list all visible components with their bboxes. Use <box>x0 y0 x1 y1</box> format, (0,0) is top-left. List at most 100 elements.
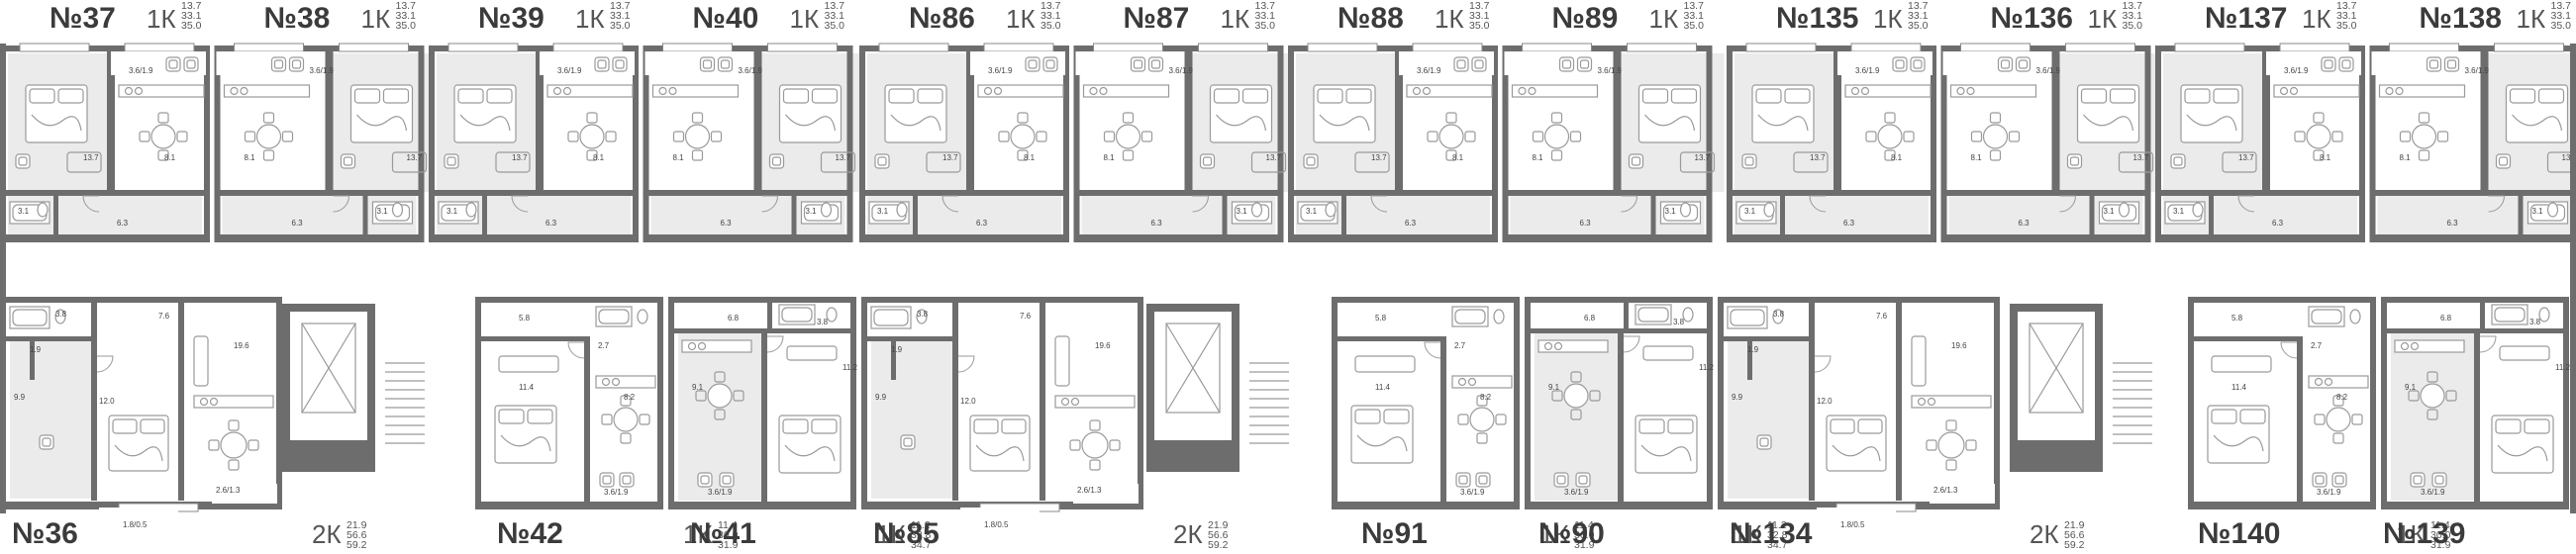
apartment-number: №39 <box>478 2 545 35</box>
room-area-label: 3.6/1.9 <box>1598 66 1623 75</box>
kitchen-counter-icon <box>2308 375 2369 389</box>
bed-icon <box>1350 405 1414 464</box>
armchair-icon <box>2443 56 2460 72</box>
armchair-icon <box>2338 56 2354 72</box>
apartment-area-value: 11.2 <box>911 519 931 531</box>
dining-table-icon <box>707 383 733 409</box>
door-swing-icon <box>1621 195 1638 213</box>
room-area-label: 3.6/1.9 <box>1169 66 1194 75</box>
door-swing-icon <box>766 335 784 353</box>
toilet-icon <box>465 202 477 218</box>
room-area-label: 2.7 <box>598 341 610 350</box>
room-area-label: 6.3 <box>545 219 557 228</box>
kitchen-counter-icon <box>681 339 752 353</box>
room-area-label: 3.1 <box>1744 207 1756 216</box>
room-area-label: 3.6/1.9 <box>2036 66 2061 75</box>
armchair-icon <box>697 472 713 488</box>
kitchen-counter-icon <box>2378 84 2466 98</box>
armchair-icon <box>719 472 735 488</box>
apartment-type: 2К <box>2030 519 2059 549</box>
dining-table-icon <box>2411 124 2437 149</box>
bathtub-icon <box>2491 304 2528 325</box>
bedroom-floor <box>871 340 952 499</box>
armchair-icon <box>1628 153 1644 169</box>
apartment-area-value: 32.8 <box>1767 529 1788 541</box>
room-area-label: 3.8 <box>1673 318 1685 326</box>
building-wall <box>0 44 6 513</box>
room-area-label: 13.7 <box>836 153 851 162</box>
bed-icon <box>2505 84 2569 143</box>
room-area-label: 3.8 <box>1773 310 1785 319</box>
bed-icon <box>108 415 169 472</box>
apartment-area-value: 13.7 <box>1684 0 1705 12</box>
apartment-type: 1К <box>1435 4 1464 34</box>
room-area-label: 3.1 <box>446 207 458 216</box>
apartment-area-value: 35.0 <box>2123 20 2143 32</box>
apartment-area-value: 35.0 <box>1469 20 1490 32</box>
armchair-icon <box>270 56 287 72</box>
corridor <box>0 242 2576 304</box>
apartment-area-value: 13.7 <box>181 0 202 12</box>
apartment-area-value: 33.1 <box>825 10 845 22</box>
apartment-number: №137 <box>2205 2 2288 35</box>
room-area-label: 11.2 <box>1699 363 1715 372</box>
window <box>767 43 838 52</box>
room-area-label: 6.3 <box>2019 219 2031 228</box>
apartment-number: №91 <box>1361 517 1428 550</box>
room-area-label: 8.1 <box>1024 153 1036 162</box>
bed-icon <box>1751 84 1815 143</box>
room-area-label: 8.1 <box>2400 153 2412 162</box>
armchair-icon <box>1576 56 1593 72</box>
apartment-type: 1К <box>575 4 605 34</box>
toilet-icon <box>1325 202 1337 218</box>
apartment-area-value: 35.0 <box>1040 20 1061 32</box>
window <box>1412 43 1483 52</box>
room-area-label: 11.2 <box>842 363 858 372</box>
room-area-label: 13.7 <box>1695 153 1711 162</box>
armchair-icon <box>1756 434 1772 450</box>
armchair-icon <box>2321 56 2336 72</box>
loggia <box>1930 484 1995 504</box>
toilet-icon <box>1679 202 1692 218</box>
sofa-icon <box>193 335 209 387</box>
armchair-icon <box>2495 153 2512 169</box>
room-area-label: 3.6/1.9 <box>129 66 153 75</box>
toilet-icon <box>1493 309 1505 324</box>
apartment-area-value: 13.7 <box>1040 0 1061 12</box>
armchair-icon <box>900 434 916 450</box>
dining-table-icon <box>1543 124 1570 149</box>
bathtub-icon <box>595 306 633 327</box>
bedroom-floor <box>10 340 91 499</box>
bed-icon <box>1826 415 1887 472</box>
apartment-area-value: 13.7 <box>1469 0 1490 12</box>
room-area-label: 3.1 <box>806 207 818 216</box>
apartment-number: №42 <box>497 517 563 550</box>
apartment-bottom[interactable]: №1391К11.232.834.73.86.89.111.23.6/1.9 <box>2381 297 2576 551</box>
dining-table-icon <box>1081 431 1109 459</box>
apartment-area-value: 13.7 <box>825 0 845 12</box>
room-area-label: 3.1 <box>1237 207 1248 216</box>
